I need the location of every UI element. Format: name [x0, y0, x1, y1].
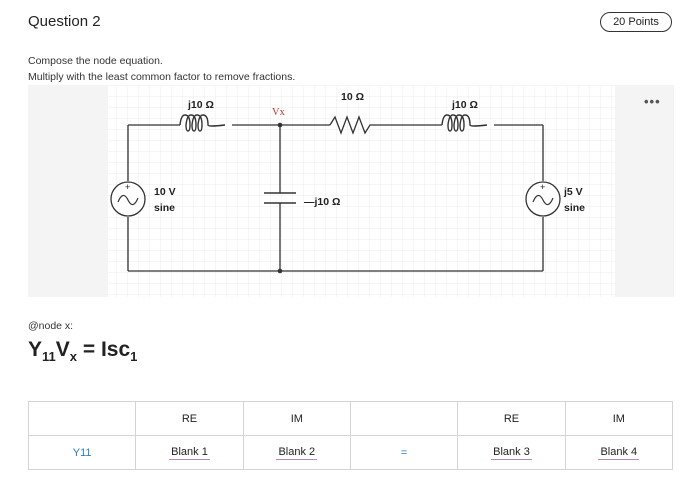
header-cell-3 [349, 401, 459, 436]
answer-table: RE IM RE IM Y11 Blank 1 Blank 2 = Blank … [27, 401, 674, 470]
source-2-voltage: j5 V [563, 186, 583, 198]
node-label: @node x: [28, 320, 74, 332]
equals-cell: = [349, 435, 459, 470]
table-header-row: RE IM RE IM [27, 401, 674, 436]
blank-2-cell: Blank 2 [242, 435, 351, 470]
header-cell-re-2: RE [457, 401, 566, 436]
row-label: Y11 [27, 435, 137, 470]
wires [127, 124, 544, 272]
source-1-voltage: 10 V [154, 186, 176, 198]
table-row: Y11 Blank 1 Blank 2 = Blank 3 Blank 4 [27, 435, 674, 470]
points-badge[interactable]: 20 Points [600, 12, 672, 32]
source-1-type: sine [154, 202, 175, 214]
inductor-2-label: j10 Ω [451, 99, 478, 111]
blank-4-input[interactable]: Blank 4 [598, 445, 640, 460]
vx-label: Vx [272, 107, 286, 118]
svg-text:+: + [540, 182, 545, 192]
eq-i-sub: 1 [130, 349, 138, 365]
header-cell-0 [27, 401, 137, 436]
blank-3-input[interactable]: Blank 3 [491, 445, 532, 460]
source-2-type: sine [564, 202, 585, 214]
eq-y: Y [28, 338, 43, 361]
eq-y-sub: 11 [42, 349, 56, 365]
node-equation: Y11Vx = Isc1 [28, 338, 137, 364]
blank-3-cell: Blank 3 [457, 435, 566, 470]
instruction-text-1: Compose the node equation. [28, 55, 163, 67]
resistor [329, 115, 374, 135]
blank-1-input[interactable]: Blank 1 [169, 445, 210, 460]
blank-1-cell: Blank 1 [135, 435, 244, 470]
header-cell-im-2: IM [564, 401, 674, 436]
circuit-diagram: + + j10 Ω Vx 10 Ω j10 Ω 10 V sine —j10 Ω… [108, 85, 615, 297]
header-cell-re-1: RE [135, 401, 244, 436]
inductor-1-label: j10 Ω [187, 99, 214, 111]
capacitor [264, 192, 296, 204]
eq-v: V [55, 338, 70, 361]
ellipsis-icon[interactable]: ••• [644, 94, 661, 109]
voltage-source-1: + [110, 181, 146, 217]
blank-4-cell: Blank 4 [564, 435, 674, 470]
circuit-figure: ••• [28, 85, 674, 297]
node-top [277, 122, 283, 128]
voltage-source-2: + [525, 181, 561, 217]
eq-mid: = Isc [77, 338, 131, 361]
eq-v-sub: x [69, 349, 78, 365]
instruction-text-2: Multiply with the least common factor to… [28, 71, 296, 83]
inductor-1 [179, 114, 226, 132]
node-bottom [277, 268, 283, 274]
question-title: Question 2 [28, 13, 101, 30]
blank-2-input[interactable]: Blank 2 [276, 445, 318, 460]
resistor-label: 10 Ω [341, 91, 364, 103]
inductor-2 [441, 114, 488, 132]
svg-text:+: + [125, 182, 130, 192]
capacitor-label: —j10 Ω [304, 196, 340, 208]
header-cell-im-1: IM [242, 401, 351, 436]
